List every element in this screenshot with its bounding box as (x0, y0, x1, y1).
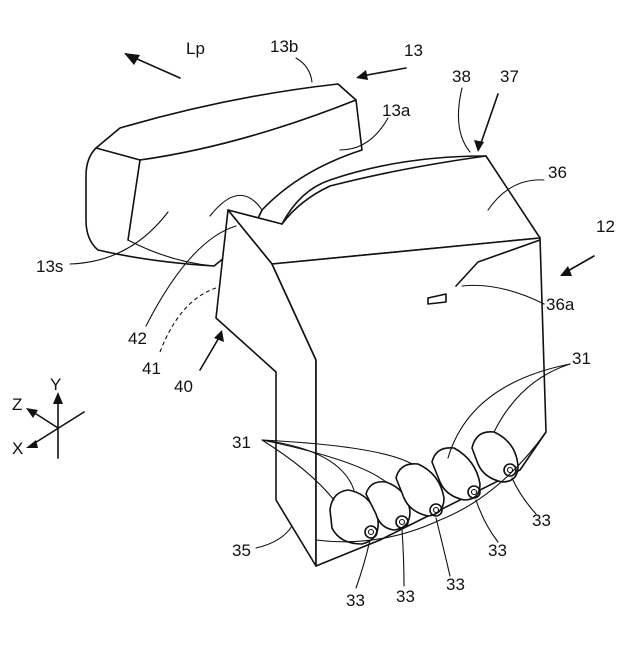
label-33-a: 33 (346, 591, 365, 610)
label-42: 42 (128, 329, 147, 348)
label-35: 35 (232, 541, 251, 560)
label-37: 37 (500, 67, 519, 86)
label-40: 40 (174, 377, 193, 396)
label-12: 12 (596, 217, 615, 236)
label-axis-y: Y (50, 375, 61, 394)
label-13: 13 (404, 41, 423, 60)
axis-triad (26, 392, 84, 458)
label-36: 36 (548, 163, 567, 182)
label-31-left: 31 (232, 433, 251, 452)
label-axis-z: Z (12, 395, 22, 414)
label-41: 41 (142, 359, 161, 378)
label-31-right: 31 (572, 349, 591, 368)
label-33-c: 33 (446, 575, 465, 594)
direction-arrow-lp (124, 53, 180, 78)
label-33-b: 33 (396, 587, 415, 606)
label-38: 38 (452, 67, 471, 86)
label-13a: 13a (382, 101, 411, 120)
label-13b: 13b (270, 37, 298, 56)
label-33-d: 33 (488, 541, 507, 560)
label-13s: 13s (36, 257, 63, 276)
label-axis-x: X (12, 439, 23, 458)
label-lp: Lp (186, 39, 205, 58)
label-33-e: 33 (532, 511, 551, 530)
label-36a: 36a (546, 295, 575, 314)
